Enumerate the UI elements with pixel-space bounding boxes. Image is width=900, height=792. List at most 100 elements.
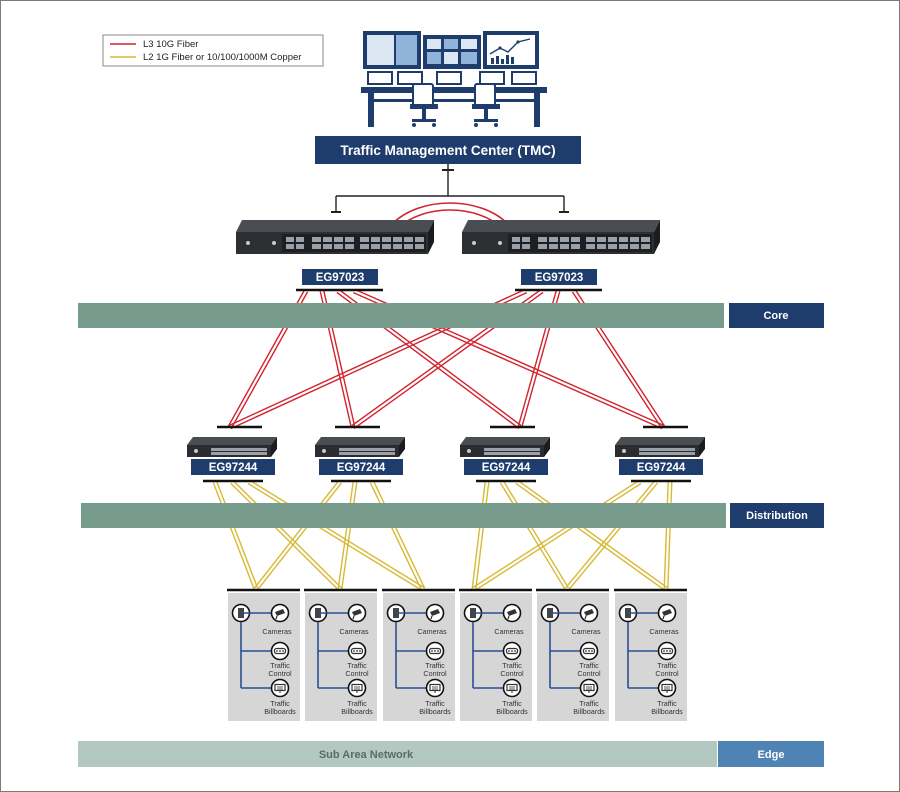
billboards-label: Traffic <box>347 699 367 708</box>
cameras-label: Cameras <box>649 627 679 636</box>
copper-link <box>254 480 342 591</box>
distribution-edge-links <box>212 479 673 592</box>
copper-link <box>472 479 642 592</box>
traffic-control-label: Control <box>577 669 601 678</box>
cameras-label: Cameras <box>417 627 447 636</box>
core-switch <box>236 220 434 254</box>
core-switch-label: EG97023 <box>296 269 383 292</box>
cameras-label: Cameras <box>262 627 292 636</box>
distribution-switch-model: EG97244 <box>482 462 531 474</box>
traffic-control-label: Control <box>500 669 524 678</box>
copper-link <box>247 479 425 592</box>
billboards-label: Traffic <box>579 699 599 708</box>
traffic-control-icon <box>502 641 522 661</box>
billboards-label: Billboards <box>573 707 605 716</box>
legend: L3 10G Fiber L2 1G Fiber or 10/100/1000M… <box>102 34 324 67</box>
core-layer-band: Core <box>78 303 824 328</box>
camera-icon <box>502 603 522 623</box>
traffic-control-label: Control <box>655 669 679 678</box>
core-switch-label: EG97023 <box>515 269 602 292</box>
traffic-control-icon <box>347 641 367 661</box>
traffic-control-icon <box>270 641 290 661</box>
billboards-label: Billboards <box>419 707 451 716</box>
camera-icon <box>657 603 677 623</box>
billboards-label: Traffic <box>270 699 290 708</box>
wall-screens <box>363 31 539 69</box>
tmc-control-room-illustration <box>361 31 547 127</box>
camera-icon <box>347 603 367 623</box>
camera-icon <box>270 603 290 623</box>
copper-link <box>337 481 358 590</box>
core-switch-model: EG97023 <box>316 272 365 284</box>
copper-link <box>565 480 658 591</box>
billboard-icon <box>579 678 599 698</box>
camera-icon <box>579 603 599 623</box>
copper-link <box>471 481 490 590</box>
camera-icon <box>425 603 445 623</box>
sub-area-band: Sub Area Network Edge <box>78 741 824 767</box>
traffic-control-label: Traffic <box>347 661 367 670</box>
billboard-icon <box>657 678 677 698</box>
billboard-icon <box>425 678 445 698</box>
desk-monitors <box>367 71 537 85</box>
distribution-switch: EG97244 <box>615 437 705 483</box>
billboards-label: Traffic <box>502 699 522 708</box>
copper-link <box>663 481 673 590</box>
distribution-switch-model: EG97244 <box>637 462 686 474</box>
billboards-label: Billboards <box>651 707 683 716</box>
billboards-label: Traffic <box>657 699 677 708</box>
operator-chair <box>410 83 438 127</box>
billboard-icon <box>502 678 522 698</box>
traffic-control-icon <box>579 641 599 661</box>
traffic-control-icon <box>657 641 677 661</box>
traffic-control-label: Traffic <box>579 661 599 670</box>
distribution-switch: EG97244 <box>460 437 550 483</box>
billboards-label: Billboards <box>496 707 528 716</box>
traffic-control-label: Control <box>423 669 447 678</box>
legend-copper-label: L2 1G Fiber or 10/100/1000M Copper <box>143 52 301 63</box>
edge-layer-label: Edge <box>758 749 785 761</box>
tmc-core-links <box>331 164 569 213</box>
core-switch-model: EG97023 <box>535 272 584 284</box>
sub-area-label: Sub Area Network <box>319 749 414 761</box>
copper-link <box>230 480 342 591</box>
cameras-label: Cameras <box>339 627 369 636</box>
billboard-icon <box>270 678 290 698</box>
billboards-label: Billboards <box>264 707 296 716</box>
copper-link <box>499 480 570 591</box>
cameras-label: Cameras <box>571 627 601 636</box>
tmc-box: Traffic Management Center (TMC) <box>315 136 581 164</box>
distribution-switches: EG97244 EG97244 EG97244 <box>187 437 705 483</box>
copper-link <box>515 479 668 592</box>
billboards-label: Traffic <box>425 699 445 708</box>
traffic-control-icon <box>425 641 445 661</box>
operator-chair <box>472 83 500 127</box>
cameras-label: Cameras <box>494 627 524 636</box>
copper-link <box>369 480 426 591</box>
distribution-layer-label: Distribution <box>746 510 808 522</box>
traffic-control-label: Control <box>345 669 369 678</box>
core-layer-label: Core <box>763 310 788 322</box>
core-switch <box>462 220 660 254</box>
edge-panels: CamerasTrafficControlTrafficBillboardsCa… <box>227 588 687 721</box>
distribution-layer-band: Distribution <box>81 503 824 528</box>
traffic-control-label: Traffic <box>502 661 522 670</box>
traffic-control-label: Traffic <box>657 661 677 670</box>
distribution-switch: EG97244 <box>187 437 277 483</box>
copper-link <box>212 481 259 590</box>
distribution-switch-model: EG97244 <box>209 462 258 474</box>
tmc-label: Traffic Management Center (TMC) <box>340 143 555 158</box>
legend-fiber-label: L3 10G Fiber <box>143 39 198 50</box>
traffic-control-label: Traffic <box>270 661 290 670</box>
traffic-control-label: Control <box>268 669 292 678</box>
distribution-switch: EG97244 <box>315 437 405 483</box>
billboard-icon <box>347 678 367 698</box>
billboards-label: Billboards <box>341 707 373 716</box>
